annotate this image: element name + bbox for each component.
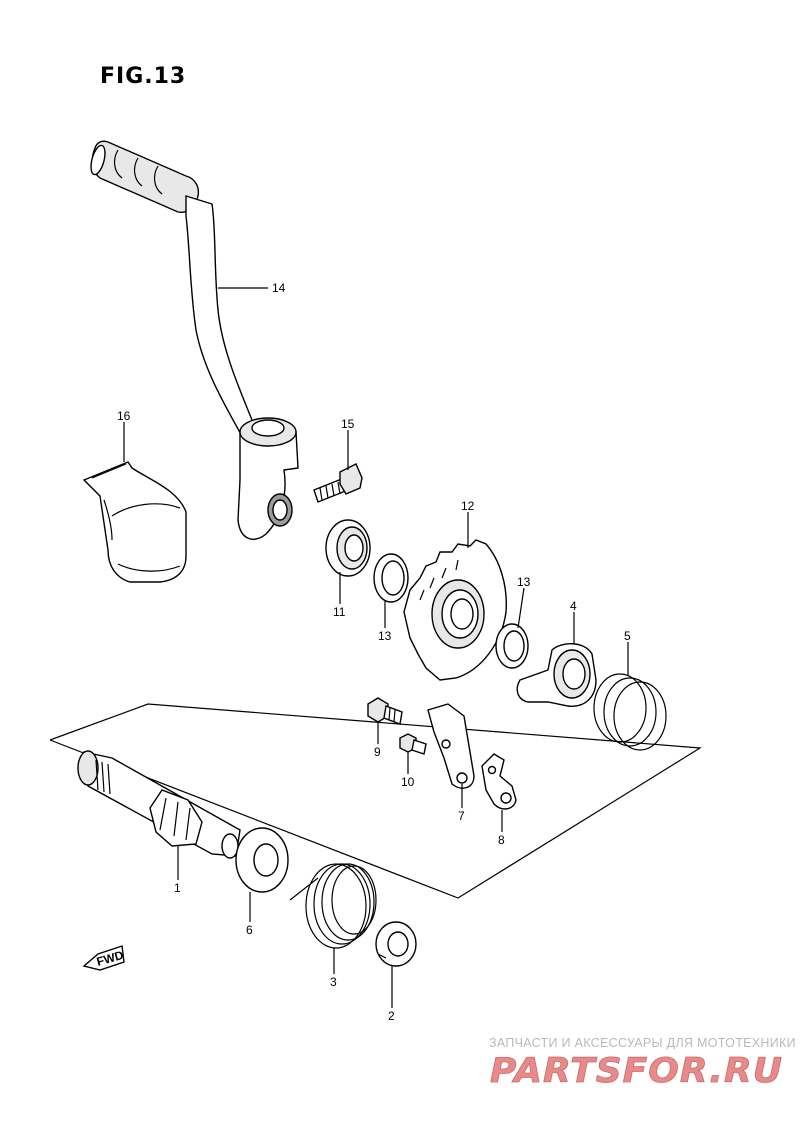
bolt-part-15 xyxy=(313,463,363,503)
washer-part-6 xyxy=(235,827,289,893)
label-11: 11 xyxy=(333,605,346,619)
label-16: 16 xyxy=(117,409,131,423)
label-1: 1 xyxy=(174,881,181,895)
label-15: 15 xyxy=(341,417,355,431)
assembly-outline xyxy=(49,703,702,899)
plate-part-8 xyxy=(481,753,517,810)
label-12: 12 xyxy=(461,499,475,513)
label-7: 7 xyxy=(458,809,465,823)
label-10: 10 xyxy=(401,775,415,789)
washer-part-13b xyxy=(495,623,529,669)
fwd-arrow-icon: FWD xyxy=(82,945,125,971)
label-6: 6 xyxy=(246,923,253,937)
stopper-plate-part-7 xyxy=(427,703,475,789)
watermark-tagline: ЗАПЧАСТИ И АКСЕССУАРЫ ДЛЯ МОТОТЕХНИКИ xyxy=(489,1036,796,1050)
label-14: 14 xyxy=(272,281,286,295)
label-4: 4 xyxy=(570,599,577,613)
bolt-part-10 xyxy=(399,733,427,755)
bolt-part-9 xyxy=(367,697,403,725)
kick-spring-part-3 xyxy=(289,863,377,949)
label-5: 5 xyxy=(624,629,631,643)
label-2: 2 xyxy=(388,1009,395,1023)
leader-lines xyxy=(123,287,629,1008)
idle-gear-part-12 xyxy=(403,539,508,681)
boot-cover-part-16 xyxy=(82,461,187,583)
ratchet-part-4 xyxy=(516,643,597,707)
label-13b: 13 xyxy=(517,575,531,589)
spring-part-5 xyxy=(593,673,667,751)
circlip-part-2 xyxy=(375,921,417,967)
label-3: 3 xyxy=(330,975,337,989)
figure-title: FIG.13 xyxy=(100,64,187,89)
label-8: 8 xyxy=(498,833,505,847)
label-9: 9 xyxy=(374,745,381,759)
oil-seal-part-11 xyxy=(325,519,371,577)
watermark-logo: PARTSFOR.RU xyxy=(490,1051,783,1090)
washer-part-13a xyxy=(373,553,409,603)
kick-lever-part-14 xyxy=(90,140,299,540)
part-labels: 14 16 15 12 13 4 5 11 13 9 10 7 8 1 6 3 … xyxy=(117,281,631,1023)
label-13a: 13 xyxy=(378,629,392,643)
watermark-logo-text: PARTSFOR.RU xyxy=(490,1051,783,1090)
